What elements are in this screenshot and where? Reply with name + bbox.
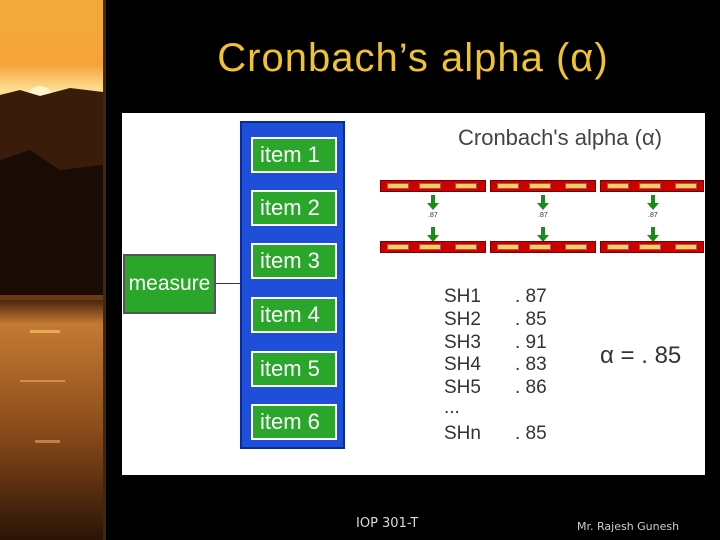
- measure-connector: [216, 283, 240, 284]
- split-half-value: .87: [648, 212, 658, 219]
- split-half-label: SH2: [444, 309, 481, 331]
- footer-course: IOP 301-T: [356, 516, 418, 531]
- item-box: item 6: [251, 404, 337, 440]
- split-half-coef: . 91: [515, 332, 547, 354]
- figure-panel: measure item 1 item 2 item 3 item 4 item…: [122, 113, 705, 475]
- split-half-label: SHn: [444, 423, 481, 445]
- split-half-label: SH1: [444, 286, 481, 308]
- footer-author: Mr. Rajesh Gunesh: [577, 520, 679, 533]
- split-half-bar: [490, 180, 596, 192]
- item-box: item 4: [251, 297, 337, 333]
- split-half-label: SH5: [444, 377, 481, 399]
- split-half-value: .87: [538, 212, 548, 219]
- slide-title: Cronbach’s alpha (α): [106, 36, 720, 81]
- split-half-bar: [490, 241, 596, 253]
- split-half-coef: . 83: [515, 354, 547, 376]
- split-half-coef: . 86: [515, 377, 547, 399]
- measure-box: measure: [123, 254, 216, 314]
- split-half-coef: . 85: [515, 423, 547, 445]
- split-half-bar: [380, 241, 486, 253]
- item-box: item 5: [251, 351, 337, 387]
- split-half-label: SH4: [444, 354, 481, 376]
- split-half-label: ...: [444, 397, 460, 419]
- item-box: item 1: [251, 137, 337, 173]
- split-half-coef: . 87: [515, 286, 547, 308]
- item-box: item 2: [251, 190, 337, 226]
- alpha-result: α = . 85: [600, 342, 681, 370]
- slide-divider: [103, 0, 106, 540]
- items-column: item 1 item 2 item 3 item 4 item 5 item …: [240, 121, 345, 449]
- split-half-coef: . 85: [515, 309, 547, 331]
- figure-heading: Cronbach's alpha (α): [458, 125, 662, 151]
- split-half-bar: [600, 241, 704, 253]
- item-box: item 3: [251, 243, 337, 279]
- split-half-bar: [600, 180, 704, 192]
- sunset-photo: [0, 0, 103, 540]
- split-half-bar: [380, 180, 486, 192]
- split-half-label: SH3: [444, 332, 481, 354]
- split-half-value: .87: [428, 212, 438, 219]
